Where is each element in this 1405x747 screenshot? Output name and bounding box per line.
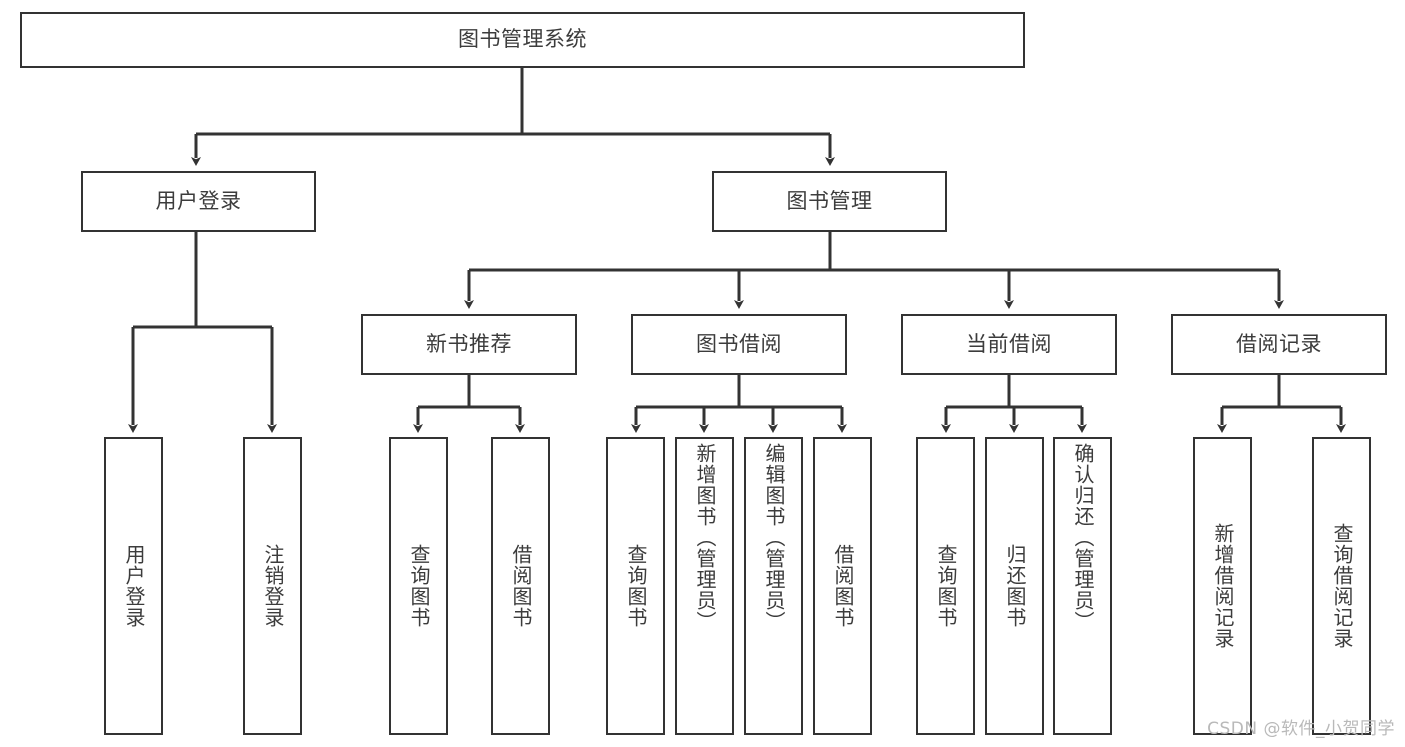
node-borrow-records-label: 借阅记录: [1236, 331, 1322, 356]
node-user-login-label: 用户登录: [155, 188, 242, 213]
node-current-borrowing[interactable]: 当前借阅: [901, 314, 1117, 375]
node-current-borrowing-label: 当前借阅: [966, 331, 1052, 356]
node-leaf-records-query[interactable]: 查询借阅记录: [1312, 437, 1371, 735]
node-leaf-borrow-add-label: 新增图书（管理员）: [693, 443, 717, 632]
node-book-management[interactable]: 图书管理: [712, 171, 947, 232]
node-leaf-borrow-query-label: 查询图书: [624, 544, 648, 628]
node-leaf-current-query-label: 查询图书: [934, 544, 958, 628]
node-leaf-current-confirm-label: 确认归还（管理员）: [1071, 443, 1095, 632]
node-leaf-current-return-label: 归还图书: [1003, 544, 1027, 628]
node-borrow-records[interactable]: 借阅记录: [1171, 314, 1387, 375]
node-leaf-newbook-borrow-label: 借阅图书: [509, 544, 533, 628]
node-leaf-borrow-query[interactable]: 查询图书: [606, 437, 665, 735]
node-leaf-records-query-label: 查询借阅记录: [1330, 523, 1354, 649]
node-leaf-user-login-label: 用户登录: [122, 544, 146, 628]
node-root-label: 图书管理系统: [458, 27, 587, 52]
node-leaf-borrow-lend-label: 借阅图书: [831, 544, 855, 628]
node-leaf-user-login[interactable]: 用户登录: [104, 437, 163, 735]
node-leaf-borrow-lend[interactable]: 借阅图书: [813, 437, 872, 735]
node-leaf-newbook-borrow[interactable]: 借阅图书: [491, 437, 550, 735]
node-leaf-newbook-query[interactable]: 查询图书: [389, 437, 448, 735]
node-leaf-current-query[interactable]: 查询图书: [916, 437, 975, 735]
node-leaf-newbook-query-label: 查询图书: [407, 544, 431, 628]
node-user-login[interactable]: 用户登录: [81, 171, 316, 232]
node-leaf-borrow-add[interactable]: 新增图书（管理员）: [675, 437, 734, 735]
node-book-borrowing-label: 图书借阅: [696, 331, 782, 356]
node-leaf-user-logout-label: 注销登录: [261, 544, 285, 628]
node-book-management-label: 图书管理: [786, 188, 873, 213]
node-root[interactable]: 图书管理系统: [20, 12, 1025, 68]
node-book-borrowing[interactable]: 图书借阅: [631, 314, 847, 375]
node-new-book-recommendation[interactable]: 新书推荐: [361, 314, 577, 375]
node-leaf-borrow-edit[interactable]: 编辑图书（管理员）: [744, 437, 803, 735]
node-leaf-borrow-edit-label: 编辑图书（管理员）: [762, 443, 786, 632]
node-new-book-recommendation-label: 新书推荐: [426, 331, 512, 356]
node-leaf-records-add-label: 新增借阅记录: [1211, 523, 1235, 649]
node-leaf-records-add[interactable]: 新增借阅记录: [1193, 437, 1252, 735]
node-leaf-current-return[interactable]: 归还图书: [985, 437, 1044, 735]
node-leaf-current-confirm[interactable]: 确认归还（管理员）: [1053, 437, 1112, 735]
node-leaf-user-logout[interactable]: 注销登录: [243, 437, 302, 735]
